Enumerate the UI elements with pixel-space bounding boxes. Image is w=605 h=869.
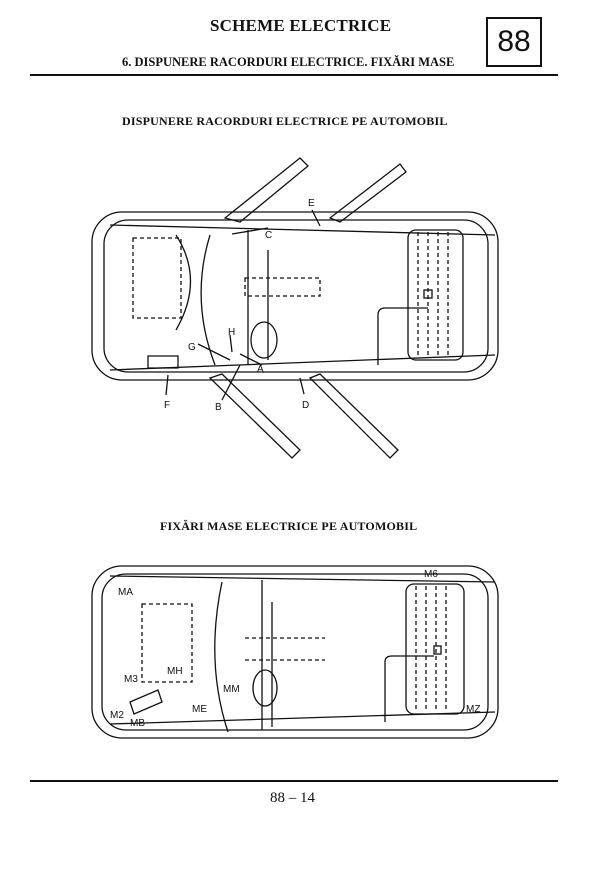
label-B: B xyxy=(215,402,222,413)
footer-rule xyxy=(30,780,558,782)
steering-wheel xyxy=(252,669,278,707)
header-rule xyxy=(30,74,558,76)
label-G: G xyxy=(188,342,196,353)
ground-points-diagram: MA M6 MH M3 M2 MB ME MM MZ xyxy=(91,565,499,739)
rear-window-grid xyxy=(405,583,465,715)
label-MB: MB xyxy=(130,718,145,729)
label-M3: M3 xyxy=(124,674,138,685)
chapter-badge: 88 xyxy=(486,17,542,67)
label-A: A xyxy=(257,364,264,375)
car-body-outline xyxy=(91,565,499,739)
label-C: C xyxy=(265,230,272,241)
engine-box xyxy=(141,603,193,683)
door-front-right xyxy=(208,373,301,459)
label-E: E xyxy=(308,198,315,209)
figure-1-caption: DISPUNERE RACORDURI ELECTRICE PE AUTOMOB… xyxy=(122,114,448,128)
door-rear-right xyxy=(308,373,399,459)
page-title: SCHEME ELECTRICE xyxy=(210,16,392,35)
engine-box xyxy=(132,237,182,319)
section-title: 6. DISPUNERE RACORDURI ELECTRICE. FIXĂRI… xyxy=(122,55,455,69)
label-M6: M6 xyxy=(424,569,438,580)
label-M2: M2 xyxy=(110,710,124,721)
label-MA: MA xyxy=(118,587,133,598)
rear-window-grid xyxy=(407,229,464,361)
label-D: D xyxy=(302,400,309,411)
car-body-outline xyxy=(91,211,499,381)
page-number: 88 – 14 xyxy=(270,790,315,806)
label-ME: ME xyxy=(192,704,207,715)
wiring-connectors-diagram: A B C D E F G H xyxy=(91,157,499,459)
label-MM: MM xyxy=(223,684,240,695)
label-H: H xyxy=(228,327,235,338)
door-rear-left xyxy=(328,163,407,223)
battery xyxy=(129,689,163,715)
label-MZ: MZ xyxy=(466,704,480,715)
figure-2-caption: FIXĂRI MASE ELECTRICE PE AUTOMOBIL xyxy=(160,519,418,533)
label-MH: MH xyxy=(167,666,183,677)
door-front-left xyxy=(223,157,309,223)
steering-wheel xyxy=(250,321,278,359)
label-F: F xyxy=(164,400,170,411)
